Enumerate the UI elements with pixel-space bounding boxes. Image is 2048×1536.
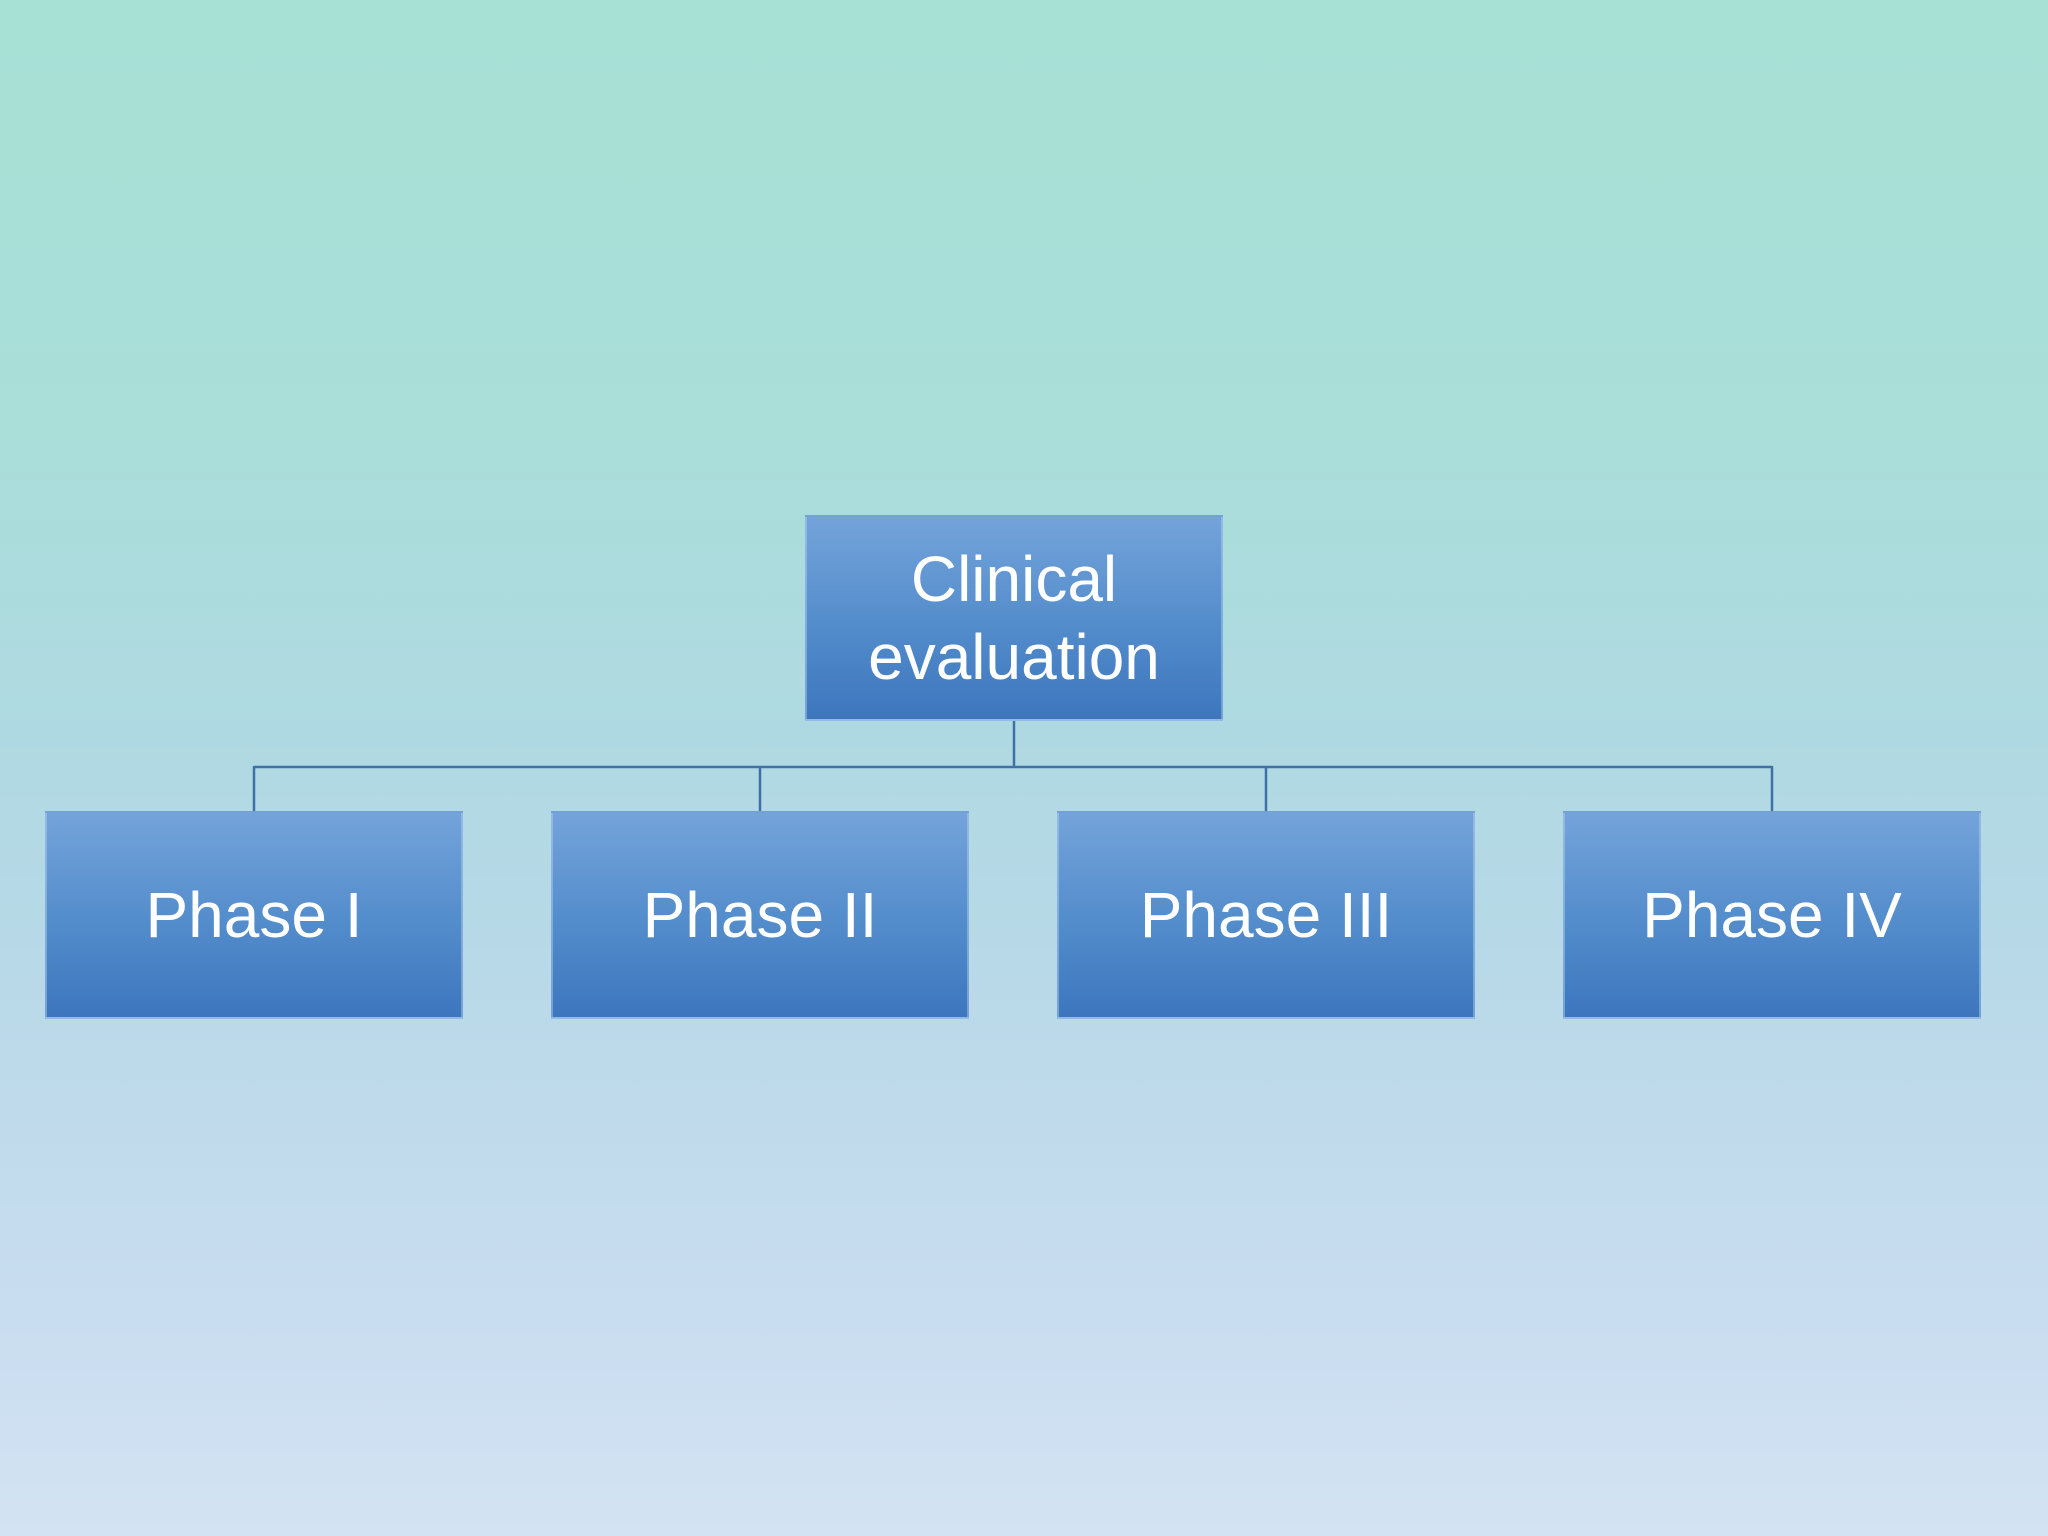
node-phase-2-label: Phase II <box>642 878 878 951</box>
connector-path <box>252 721 1774 812</box>
node-phase-2: Phase II <box>551 811 969 1019</box>
node-phase-4-label: Phase IV <box>1642 878 1902 951</box>
node-clinical-evaluation: Clinical evaluation <box>805 515 1223 721</box>
node-phase-1-label: Phase I <box>145 878 363 951</box>
node-phase-4: Phase IV <box>1563 811 1981 1019</box>
node-clinical-evaluation-label: Clinical evaluation <box>868 542 1160 693</box>
node-phase-3: Phase III <box>1057 811 1475 1019</box>
node-phase-3-label: Phase III <box>1139 878 1393 951</box>
node-phase-1: Phase I <box>45 811 463 1019</box>
